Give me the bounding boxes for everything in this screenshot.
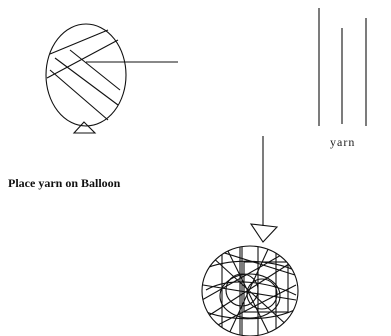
caption-place-yarn-on-balloon: Place yarn on Balloon [8, 176, 121, 190]
finished-yarn-ball [201, 245, 299, 336]
balloon-with-yarn-step [45, 23, 178, 134]
yarn-strands-on-balloon [46, 29, 121, 121]
yarn-strands [318, 8, 367, 126]
small-balloon-knot [72, 121, 97, 134]
large-balloon-outline [201, 245, 299, 336]
yarn-label: yarn [330, 135, 356, 149]
small-balloon [45, 23, 127, 127]
down-arrow [249, 136, 279, 243]
